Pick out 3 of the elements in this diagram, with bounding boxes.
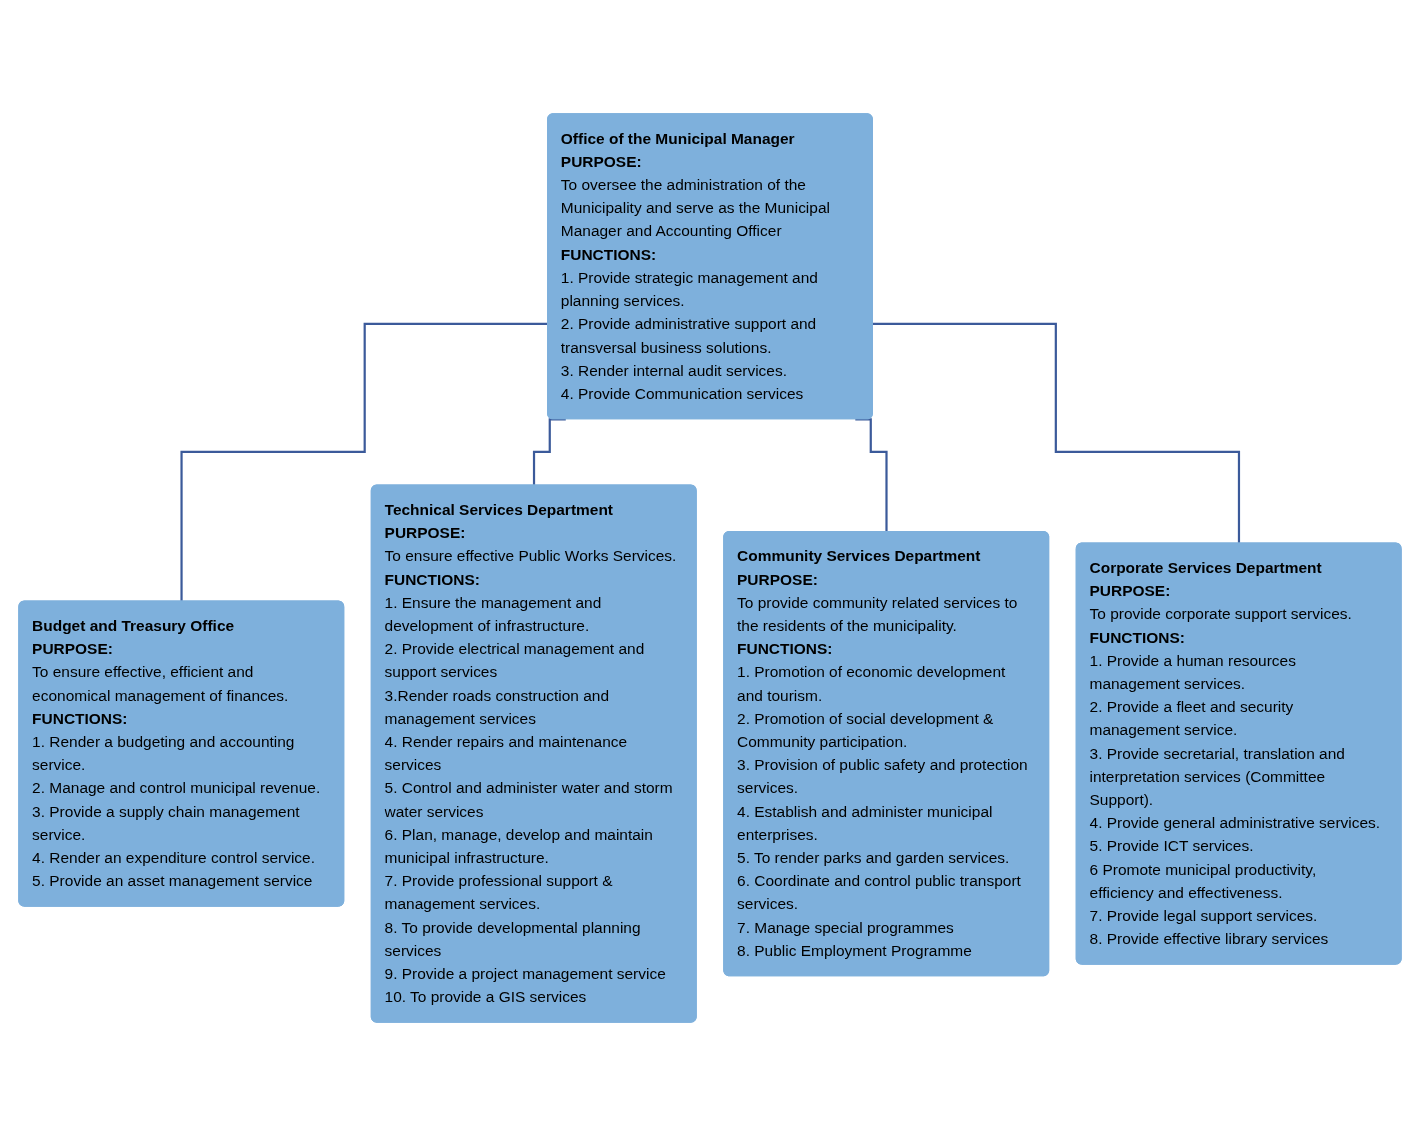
connector: [872, 322, 1240, 545]
connector: [179, 322, 548, 603]
connector: [532, 418, 566, 487]
